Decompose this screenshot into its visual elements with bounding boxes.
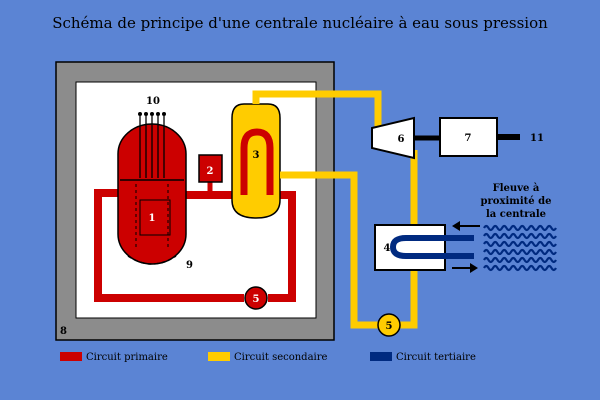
- label-steam-generator: 3: [253, 150, 260, 161]
- label-control-rods: 10: [146, 96, 160, 107]
- river-wave: [483, 248, 557, 256]
- legend-swatch-primary: [60, 352, 82, 361]
- label-vessel: 9: [186, 260, 193, 271]
- label-secondary-pump: 5: [386, 321, 393, 332]
- steam-generator-u-tube: [240, 128, 274, 195]
- label-turbine: 6: [398, 134, 405, 145]
- steam-generator: [231, 103, 281, 219]
- steam-line: [252, 90, 382, 128]
- river-label-line2: proximité de: [481, 196, 552, 207]
- label-alternator: 7: [465, 133, 472, 144]
- condenser-shell: [374, 224, 446, 271]
- arrow-out-head: [470, 263, 478, 273]
- control-rod-head: [138, 112, 142, 116]
- river-wave: [483, 232, 557, 240]
- label-pressurizer: 2: [207, 166, 214, 177]
- diagram-title: Schéma de principe d'une centrale nucléa…: [52, 14, 548, 32]
- legend-swatch-secondary: [208, 352, 230, 361]
- label-grid: 11: [530, 133, 544, 144]
- river-wave: [483, 256, 557, 264]
- legend-secondary: Circuit secondaire: [234, 352, 328, 363]
- primary-cold-leg: [94, 189, 244, 302]
- river-flow-arrows: [452, 221, 480, 273]
- pressurizer: [198, 154, 223, 183]
- label-condenser: 4: [384, 243, 391, 254]
- legend: Circuit primaire Circuit secondaire Circ…: [60, 352, 476, 363]
- label-containment: 8: [60, 326, 67, 337]
- river-label-line1: Fleuve à: [493, 183, 540, 194]
- label-primary-pump: 5: [253, 294, 260, 305]
- legend-tertiary: Circuit tertiaire: [396, 352, 476, 363]
- river-wave: [483, 224, 557, 232]
- control-rod-head: [162, 112, 166, 116]
- control-rods: [135, 112, 169, 250]
- river-waves: [483, 224, 557, 272]
- arrow-in-head: [452, 221, 460, 231]
- condenser-cooling-tube: [389, 235, 474, 259]
- river-wave: [483, 240, 557, 248]
- legend-swatch-tertiary: [370, 352, 392, 361]
- condenser: [374, 224, 474, 271]
- control-rod-head: [156, 112, 160, 116]
- control-rod-head: [150, 112, 154, 116]
- river-wave: [483, 264, 557, 272]
- reactor-vessel: [117, 112, 187, 265]
- control-rod-head: [144, 112, 148, 116]
- secondary-circuit-pipes: [252, 90, 418, 329]
- secondary-pump: [377, 313, 401, 337]
- river-label-line3: la centrale: [486, 209, 546, 220]
- reactor-core: [139, 199, 171, 236]
- feedwater-line: [280, 171, 378, 329]
- alternator: [439, 117, 498, 157]
- legend-primary: Circuit primaire: [86, 352, 168, 363]
- turbine: [371, 116, 415, 160]
- condensate-line: [400, 268, 418, 329]
- label-reactor: 1: [149, 213, 156, 224]
- primary-pump: [244, 286, 268, 310]
